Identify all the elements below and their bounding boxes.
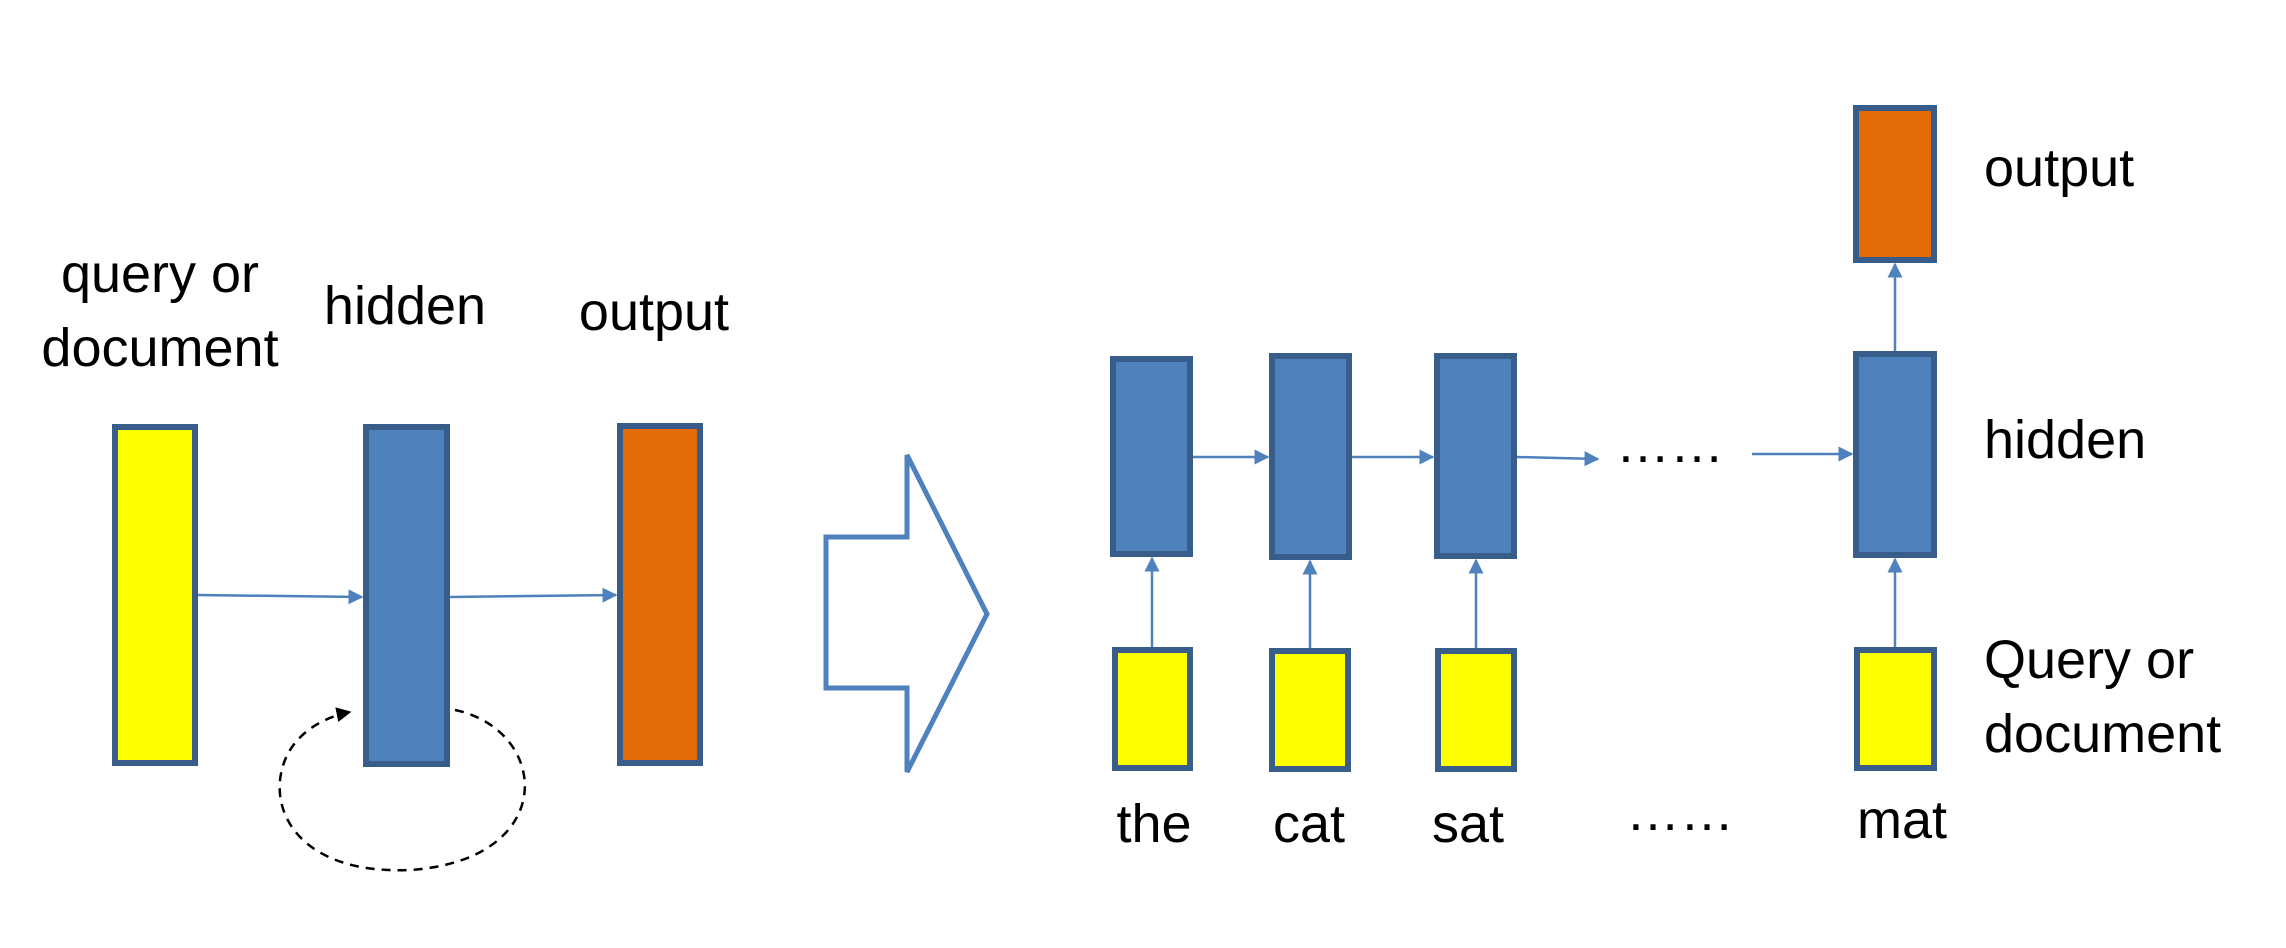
token-label-sat: sat xyxy=(1432,794,1504,854)
left-output-label: output xyxy=(579,282,729,342)
token-label-the: the xyxy=(1116,794,1191,854)
hidden-cell-1 xyxy=(1110,356,1193,557)
right-input-label-line2: document xyxy=(1984,704,2221,764)
left-diagram: query or document hidden output xyxy=(41,244,729,872)
hidden-cell-last xyxy=(1853,351,1937,558)
left-input-label-line2: document xyxy=(41,318,278,378)
left-hidden-label: hidden xyxy=(324,276,486,336)
left-input-label-line1: query or xyxy=(61,244,259,304)
hidden-cell-3 xyxy=(1434,353,1517,559)
token-ellipsis: …… xyxy=(1626,782,1734,842)
hidden-cell-2 xyxy=(1269,353,1352,560)
token-label-mat: mat xyxy=(1857,790,1947,850)
token-label-cat: cat xyxy=(1273,794,1345,854)
left-input-to-hidden-arrow xyxy=(197,589,364,605)
hidden-ellipsis: …… xyxy=(1616,414,1724,474)
right-input-label-line1: Query or xyxy=(1984,630,2194,690)
hidden-3-to-next-arrow xyxy=(1516,451,1600,467)
left-input-vector xyxy=(112,424,198,766)
right-diagram: …… …… the cat sat mat output hidden Quer… xyxy=(1110,105,2221,854)
left-hidden-to-output-arrow xyxy=(449,587,618,603)
unroll-transform-arrow xyxy=(823,453,990,774)
output-cell xyxy=(1853,105,1937,263)
recurrent-loop-arrow xyxy=(278,707,527,872)
left-output-vector xyxy=(617,423,703,766)
right-output-label: output xyxy=(1984,138,2134,198)
input-cell-mat xyxy=(1854,647,1937,771)
right-hidden-label: hidden xyxy=(1984,410,2146,470)
input-cell-sat xyxy=(1435,648,1517,772)
input-cell-the xyxy=(1112,647,1193,771)
left-hidden-vector xyxy=(363,424,450,767)
input-cell-cat xyxy=(1269,648,1351,772)
